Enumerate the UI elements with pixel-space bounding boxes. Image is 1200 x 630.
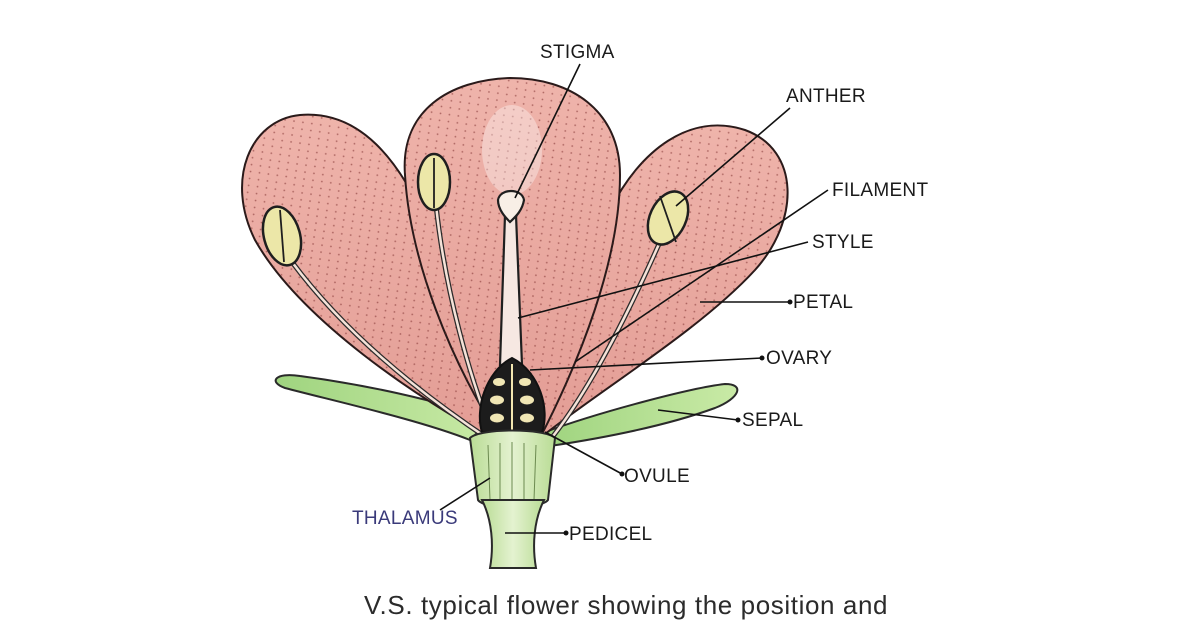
label-pedicel: PEDICEL <box>569 524 652 545</box>
sepal-right <box>543 382 739 448</box>
anther-middle <box>416 152 452 212</box>
label-sepal: SEPAL <box>742 410 803 431</box>
label-style: STYLE <box>812 232 874 253</box>
label-stigma: STIGMA <box>540 42 615 63</box>
label-ovule: OVULE <box>624 466 690 487</box>
ovary <box>478 356 546 433</box>
label-filament: FILAMENT <box>832 180 928 201</box>
anther-left <box>261 205 303 267</box>
label-thalamus: THALAMUS <box>352 508 458 529</box>
leader-lines <box>439 63 829 536</box>
pedicel <box>480 499 546 569</box>
label-petal: PETAL <box>793 292 853 313</box>
label-ovary: OVARY <box>766 348 832 369</box>
stigma <box>496 189 526 224</box>
ovule-group <box>490 378 534 423</box>
diagram-caption: V.S. typical flower showing the position… <box>364 590 888 620</box>
label-anther: ANTHER <box>786 86 866 107</box>
